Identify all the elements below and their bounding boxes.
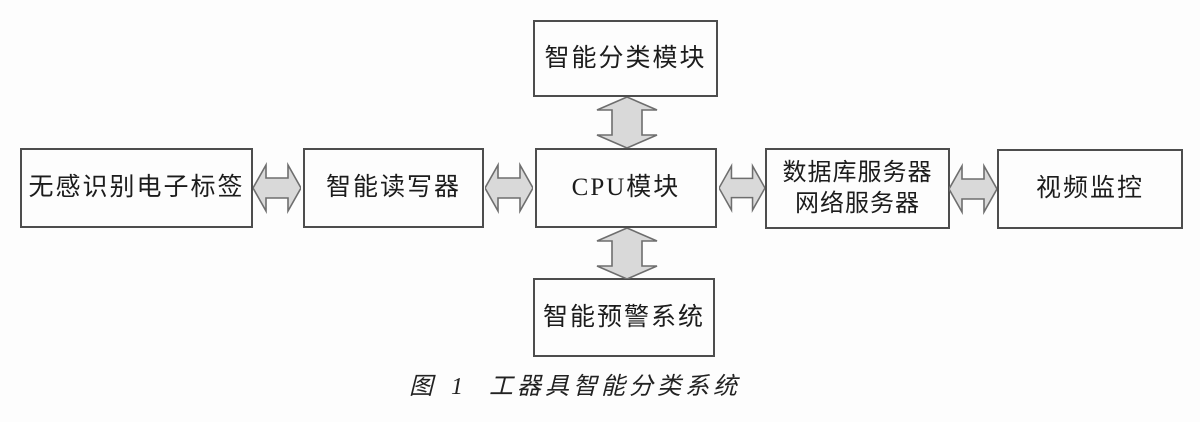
figure-caption: 图 1 工器具智能分类系统 [380,366,770,401]
box-smart-reader-label: 智能读写器 [325,174,461,202]
figure-caption-number: 图 1 [409,374,469,400]
double-arrow-horizontal-icon [253,162,301,214]
box-network-server-label: 网络服务器 [795,190,920,217]
box-warning-system-label: 智能预警系统 [542,303,705,331]
double-arrow-horizontal-icon [949,163,997,215]
box-electronic-tag-label: 无感识别电子标签 [28,174,245,202]
box-classify-module: 智能分类模块 [533,20,718,97]
box-servers: 数据库服务器 网络服务器 [765,148,950,229]
box-video-monitor-label: 视频监控 [1035,175,1144,203]
double-arrow-vertical-icon [596,97,658,148]
box-cpu-module: CPU模块 [535,148,717,228]
box-cpu-module-label: CPU模块 [571,174,681,202]
box-video-monitor: 视频监控 [997,149,1183,229]
box-database-server-label: 数据库服务器 [782,159,933,186]
double-arrow-vertical-icon [596,228,658,279]
double-arrow-horizontal-icon [719,163,765,213]
box-warning-system: 智能预警系统 [533,278,715,357]
box-electronic-tag: 无感识别电子标签 [20,148,253,228]
double-arrow-horizontal-icon [485,162,533,214]
box-smart-reader: 智能读写器 [303,148,484,228]
figure-caption-title: 工器具智能分类系统 [489,374,741,400]
box-classify-label: 智能分类模块 [544,44,707,72]
